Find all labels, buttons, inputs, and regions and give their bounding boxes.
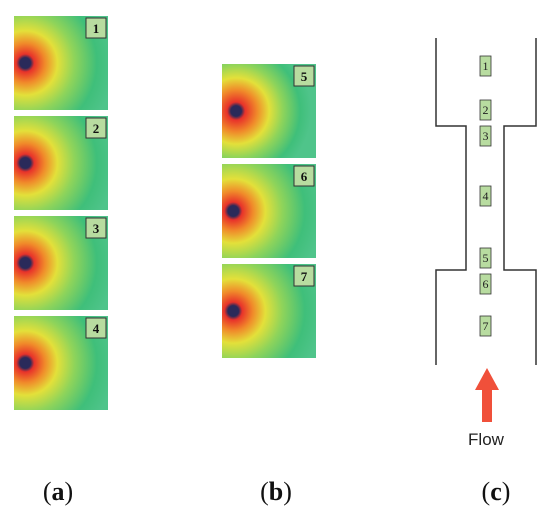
panel-a-image-2: 2 — [14, 116, 108, 210]
channel-left-wall — [435, 38, 467, 365]
position-label: 4 — [483, 189, 489, 203]
position-marker-5: 5 — [479, 247, 492, 269]
channel-right-wall — [503, 38, 537, 365]
position-label: 2 — [483, 103, 489, 117]
image-label-tag — [293, 65, 315, 87]
panel-c-caption-letter: c — [490, 477, 502, 506]
panel-a-caption: (a) — [43, 477, 73, 506]
position-marker-3: 3 — [479, 125, 492, 147]
panel-b-image-5: 5 — [222, 64, 316, 158]
image-label: 5 — [301, 69, 308, 84]
image-label: 6 — [301, 169, 308, 184]
image-label: 1 — [93, 21, 100, 36]
position-marker-6: 6 — [479, 273, 492, 295]
position-label: 1 — [483, 59, 489, 73]
panel-a-image-1: 1 — [14, 16, 108, 110]
position-marker-1: 1 — [479, 55, 492, 77]
image-label: 7 — [301, 269, 308, 284]
image-label-tag — [293, 265, 315, 287]
panel-b-image-6: 6 — [222, 164, 316, 258]
panel-c: 1 2 3 4 5 6 7 Flow — [435, 38, 537, 449]
panel-c-caption: (c) — [482, 477, 511, 506]
position-label: 3 — [483, 129, 489, 143]
panel-a-caption-letter: a — [52, 477, 65, 506]
panel-b-image-7: 7 — [222, 264, 316, 358]
image-label-tag — [85, 17, 107, 39]
panel-b-caption-letter: b — [269, 477, 283, 506]
image-label-tag — [85, 317, 107, 339]
position-label: 6 — [483, 277, 489, 291]
image-label: 4 — [93, 321, 100, 336]
position-label: 7 — [483, 319, 489, 333]
position-marker-7: 7 — [479, 315, 492, 337]
image-label-tag — [293, 165, 315, 187]
image-label-tag — [85, 217, 107, 239]
panel-a-image-3: 3 — [14, 216, 108, 310]
position-marker-2: 2 — [479, 99, 492, 121]
panel-b: 5 6 7 — [222, 64, 316, 358]
flow-arrow-icon — [475, 368, 499, 422]
image-label: 2 — [93, 121, 100, 136]
image-label: 3 — [93, 221, 100, 236]
position-label: 5 — [483, 251, 489, 265]
panel-a-image-4: 4 — [14, 316, 108, 410]
image-label-tag — [85, 117, 107, 139]
flow-label: Flow — [468, 430, 505, 449]
position-marker-4: 4 — [479, 185, 492, 207]
panel-a: 1 2 3 4 — [14, 16, 108, 410]
panel-b-caption: (b) — [260, 477, 292, 506]
